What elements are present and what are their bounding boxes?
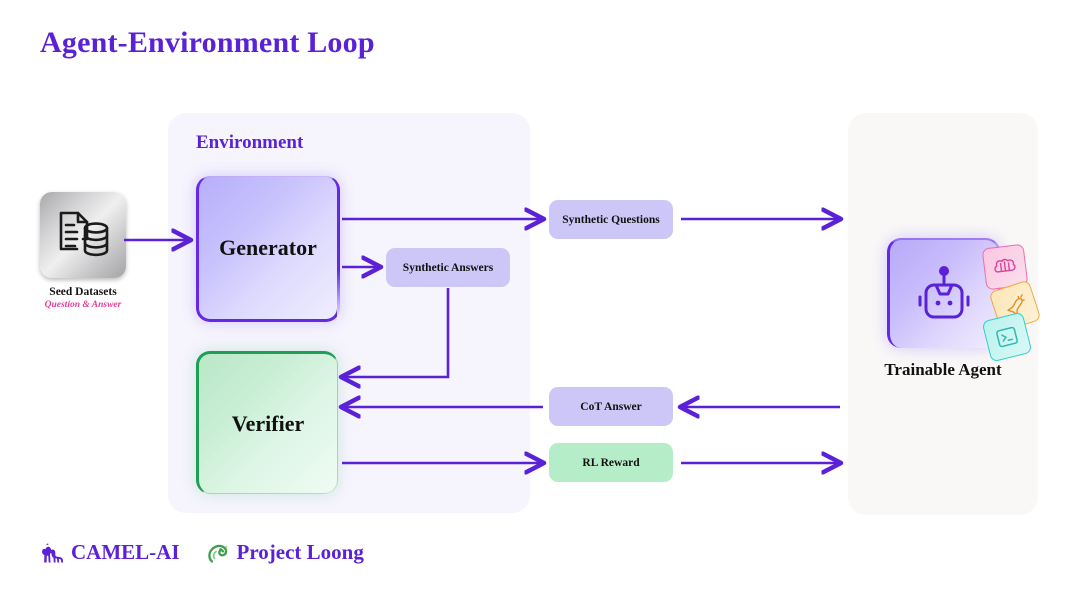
camel-icon <box>42 543 64 562</box>
brand-project-loong: Project Loong <box>206 540 364 565</box>
generator-node: Generator <box>196 176 340 322</box>
robot-icon <box>918 266 969 319</box>
document-database-icon <box>40 192 126 278</box>
seed-datasets-node: Seed Datasets Question & Answer <box>33 192 133 310</box>
cot-answer-box: CoT Answer <box>549 387 673 426</box>
environment-label: Environment <box>196 132 304 153</box>
agent-card <box>886 238 1041 363</box>
verifier-node: Verifier <box>196 351 338 494</box>
rl-reward-box: RL Reward <box>549 443 673 482</box>
synthetic-answers-box: Synthetic Answers <box>386 248 510 287</box>
seed-datasets-subtitle: Question & Answer <box>44 300 122 310</box>
seed-datasets-title: Seed Datasets <box>49 286 117 298</box>
trainable-agent-title: Trainable Agent <box>884 360 1002 379</box>
brain-icon-card <box>981 243 1028 291</box>
rocket-icon-card <box>988 279 1041 333</box>
brand-camel-ai-label: CAMEL-AI <box>71 540 180 564</box>
trainable-agent-node: Trainable Agent <box>868 238 1041 380</box>
page-title: Agent-Environment Loop <box>40 26 375 59</box>
brand-camel-ai: CAMEL-AI <box>40 540 180 565</box>
footer: CAMEL-AI Project Loong <box>40 540 364 565</box>
brand-project-loong-label: Project Loong <box>236 540 364 564</box>
terminal-icon <box>995 326 1018 348</box>
rocket-icon <box>1006 294 1025 316</box>
dragon-icon <box>207 544 227 563</box>
terminal-icon-card <box>981 311 1032 363</box>
brain-icon <box>993 258 1016 273</box>
synthetic-questions-box: Synthetic Questions <box>549 200 673 239</box>
